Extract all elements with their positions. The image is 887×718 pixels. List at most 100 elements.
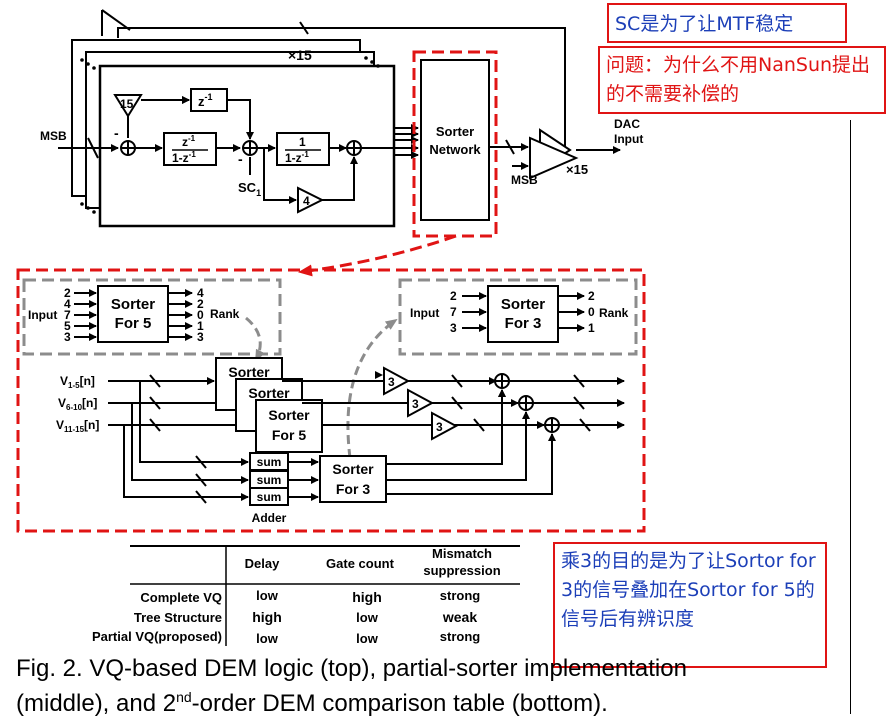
minus-sign-1: -	[114, 125, 119, 141]
minus-sign-2: -	[238, 151, 243, 167]
sorter3-example-title-2: For 3	[505, 315, 542, 332]
row-0-gate: high	[352, 589, 382, 605]
caption-line-1: Fig. 2. VQ-based DEM logic (top), partia…	[16, 655, 687, 682]
sorter5-rank-label: Rank	[210, 307, 240, 321]
sorter5-in-4: 3	[64, 330, 71, 344]
gain-15-triangle	[113, 94, 143, 118]
dac-input-label-1: DAC	[614, 117, 640, 131]
table-header-gate: Gate count	[326, 556, 395, 571]
sorter3-rank-2: 1	[588, 321, 595, 335]
gain-3-label-3: 3	[436, 420, 443, 434]
sorter-stack-front-label-1: Sorter	[268, 407, 310, 423]
gain-3-triangle-3	[431, 411, 459, 441]
delay-z-label: z-1	[198, 92, 213, 109]
sorter5-rank-4: 3	[197, 330, 204, 344]
figure-caption: Fig. 2. VQ-based DEM logic (top), partia…	[16, 654, 796, 718]
integrator-1-den: 1-z-1	[172, 150, 196, 165]
sorter3-example-title-1: Sorter	[501, 296, 545, 313]
sorter5-example-box	[97, 285, 169, 343]
sum-label-3: sum	[257, 490, 282, 504]
sorter3-mid-label-2: For 3	[336, 481, 370, 497]
gray-arrow-sorter5	[245, 316, 265, 362]
vq-dem-block	[58, 9, 621, 228]
integrator-2-den: 1-z-1	[285, 150, 309, 165]
row-name-0: Complete VQ	[140, 590, 222, 605]
gain-4-label: 4	[303, 194, 310, 208]
gain-3-label-1: 3	[388, 375, 395, 389]
v3-label: V11-15[n]	[56, 418, 99, 434]
dac-input-label-2: Input	[614, 132, 643, 146]
annotation-note-gain3: 乘3的目的是为了让Sortor for 3的信号叠加在Sortor for 5的…	[553, 542, 827, 668]
table-header-mismatch-1: Mismatch	[432, 546, 492, 561]
feedback-wire	[117, 27, 566, 150]
table-header-mismatch-2: suppression	[423, 563, 500, 578]
gray-arrow-sorter3	[346, 318, 398, 459]
integrator-2	[276, 132, 330, 166]
sorter3-in-1: 7	[450, 305, 457, 319]
sorter3-mid-label-1: Sorter	[332, 461, 374, 477]
sorter3-mid-box	[319, 455, 387, 503]
v2-label: V6-10[n]	[58, 396, 97, 412]
sorter3-rank-0: 2	[588, 289, 595, 303]
slice-stack-dots	[80, 56, 380, 214]
row-name-1: Tree Structure	[134, 610, 222, 625]
row-2-mismatch: strong	[440, 629, 481, 644]
dac-repeat-label: ×15	[566, 162, 588, 177]
row-1-delay: high	[252, 609, 282, 625]
dac-triangle	[529, 136, 579, 180]
annotation-note-question: 问题：为什么不用NanSun提出的不需要补偿的	[598, 46, 886, 114]
sorter5-in-1: 4	[64, 297, 71, 311]
sorter5-rank-2: 0	[197, 308, 204, 322]
vq-repeat-label: ×15	[288, 47, 312, 63]
comparison-table	[130, 545, 520, 646]
sorter5-example-frame	[22, 278, 282, 356]
sorter3-input-label: Input	[410, 306, 439, 320]
sorter-network-label-2: Network	[429, 142, 481, 157]
v1-label: V1-5[n]	[60, 374, 95, 390]
sorter5-input-label: Input	[28, 308, 57, 322]
sorter3-rank-1: 0	[588, 305, 595, 319]
sorter-stack-back-2-label: Sorter	[248, 385, 290, 401]
row-1-gate: low	[356, 610, 379, 625]
sorter-network-label-1: Sorter	[436, 124, 474, 139]
sorter5-in-2: 7	[64, 308, 71, 322]
gain-15-label: 15	[120, 97, 134, 111]
integrator-1	[163, 132, 217, 166]
gain-3-label-2: 3	[412, 397, 419, 411]
row-2-gate: low	[356, 631, 379, 646]
sorter3-example-box	[487, 285, 559, 343]
integrator-1-num: z-1	[182, 134, 196, 149]
row-name-2: Partial VQ(proposed)	[92, 629, 222, 644]
page-margin-line	[850, 120, 851, 714]
sc1-label: SC1	[238, 180, 261, 198]
msb-output-label: MSB	[511, 173, 538, 187]
gain-3-triangle-2	[407, 388, 435, 418]
gain-3-triangle-1	[383, 366, 411, 396]
sum-label-2: sum	[257, 473, 282, 487]
sorter3-in-0: 2	[450, 289, 457, 303]
adder-label: Adder	[252, 511, 287, 525]
row-2-delay: low	[256, 631, 279, 646]
zoom-arrow	[298, 234, 457, 277]
partial-sorter-frame	[16, 268, 646, 533]
sorter3-example-frame	[398, 278, 638, 356]
sorter5-in-0: 2	[64, 286, 71, 300]
caption-line-2: (middle), and 2nd-order DEM comparison t…	[16, 689, 608, 717]
sorter-stack-back-1-label: Sorter	[228, 364, 270, 380]
sum-label-1: sum	[257, 455, 282, 469]
sorter5-example-title-2: For 5	[115, 315, 152, 332]
sorter5-in-3: 5	[64, 319, 71, 333]
row-0-delay: low	[256, 588, 279, 603]
table-header-delay: Delay	[245, 556, 280, 571]
annotation-note-sc: SC是为了让MTF稳定	[607, 3, 847, 43]
sorter-network-box	[420, 59, 490, 221]
gain-4-triangle	[297, 186, 325, 214]
sorter5-rank-1: 2	[197, 297, 204, 311]
integrator-2-num: 1	[299, 135, 306, 149]
sorter5-example-title-1: Sorter	[111, 296, 155, 313]
msb-input-label: MSB	[40, 129, 67, 143]
sorter5-stack-front	[255, 399, 323, 453]
sorter3-in-2: 3	[450, 321, 457, 335]
feedback-top-loop	[101, 9, 131, 36]
